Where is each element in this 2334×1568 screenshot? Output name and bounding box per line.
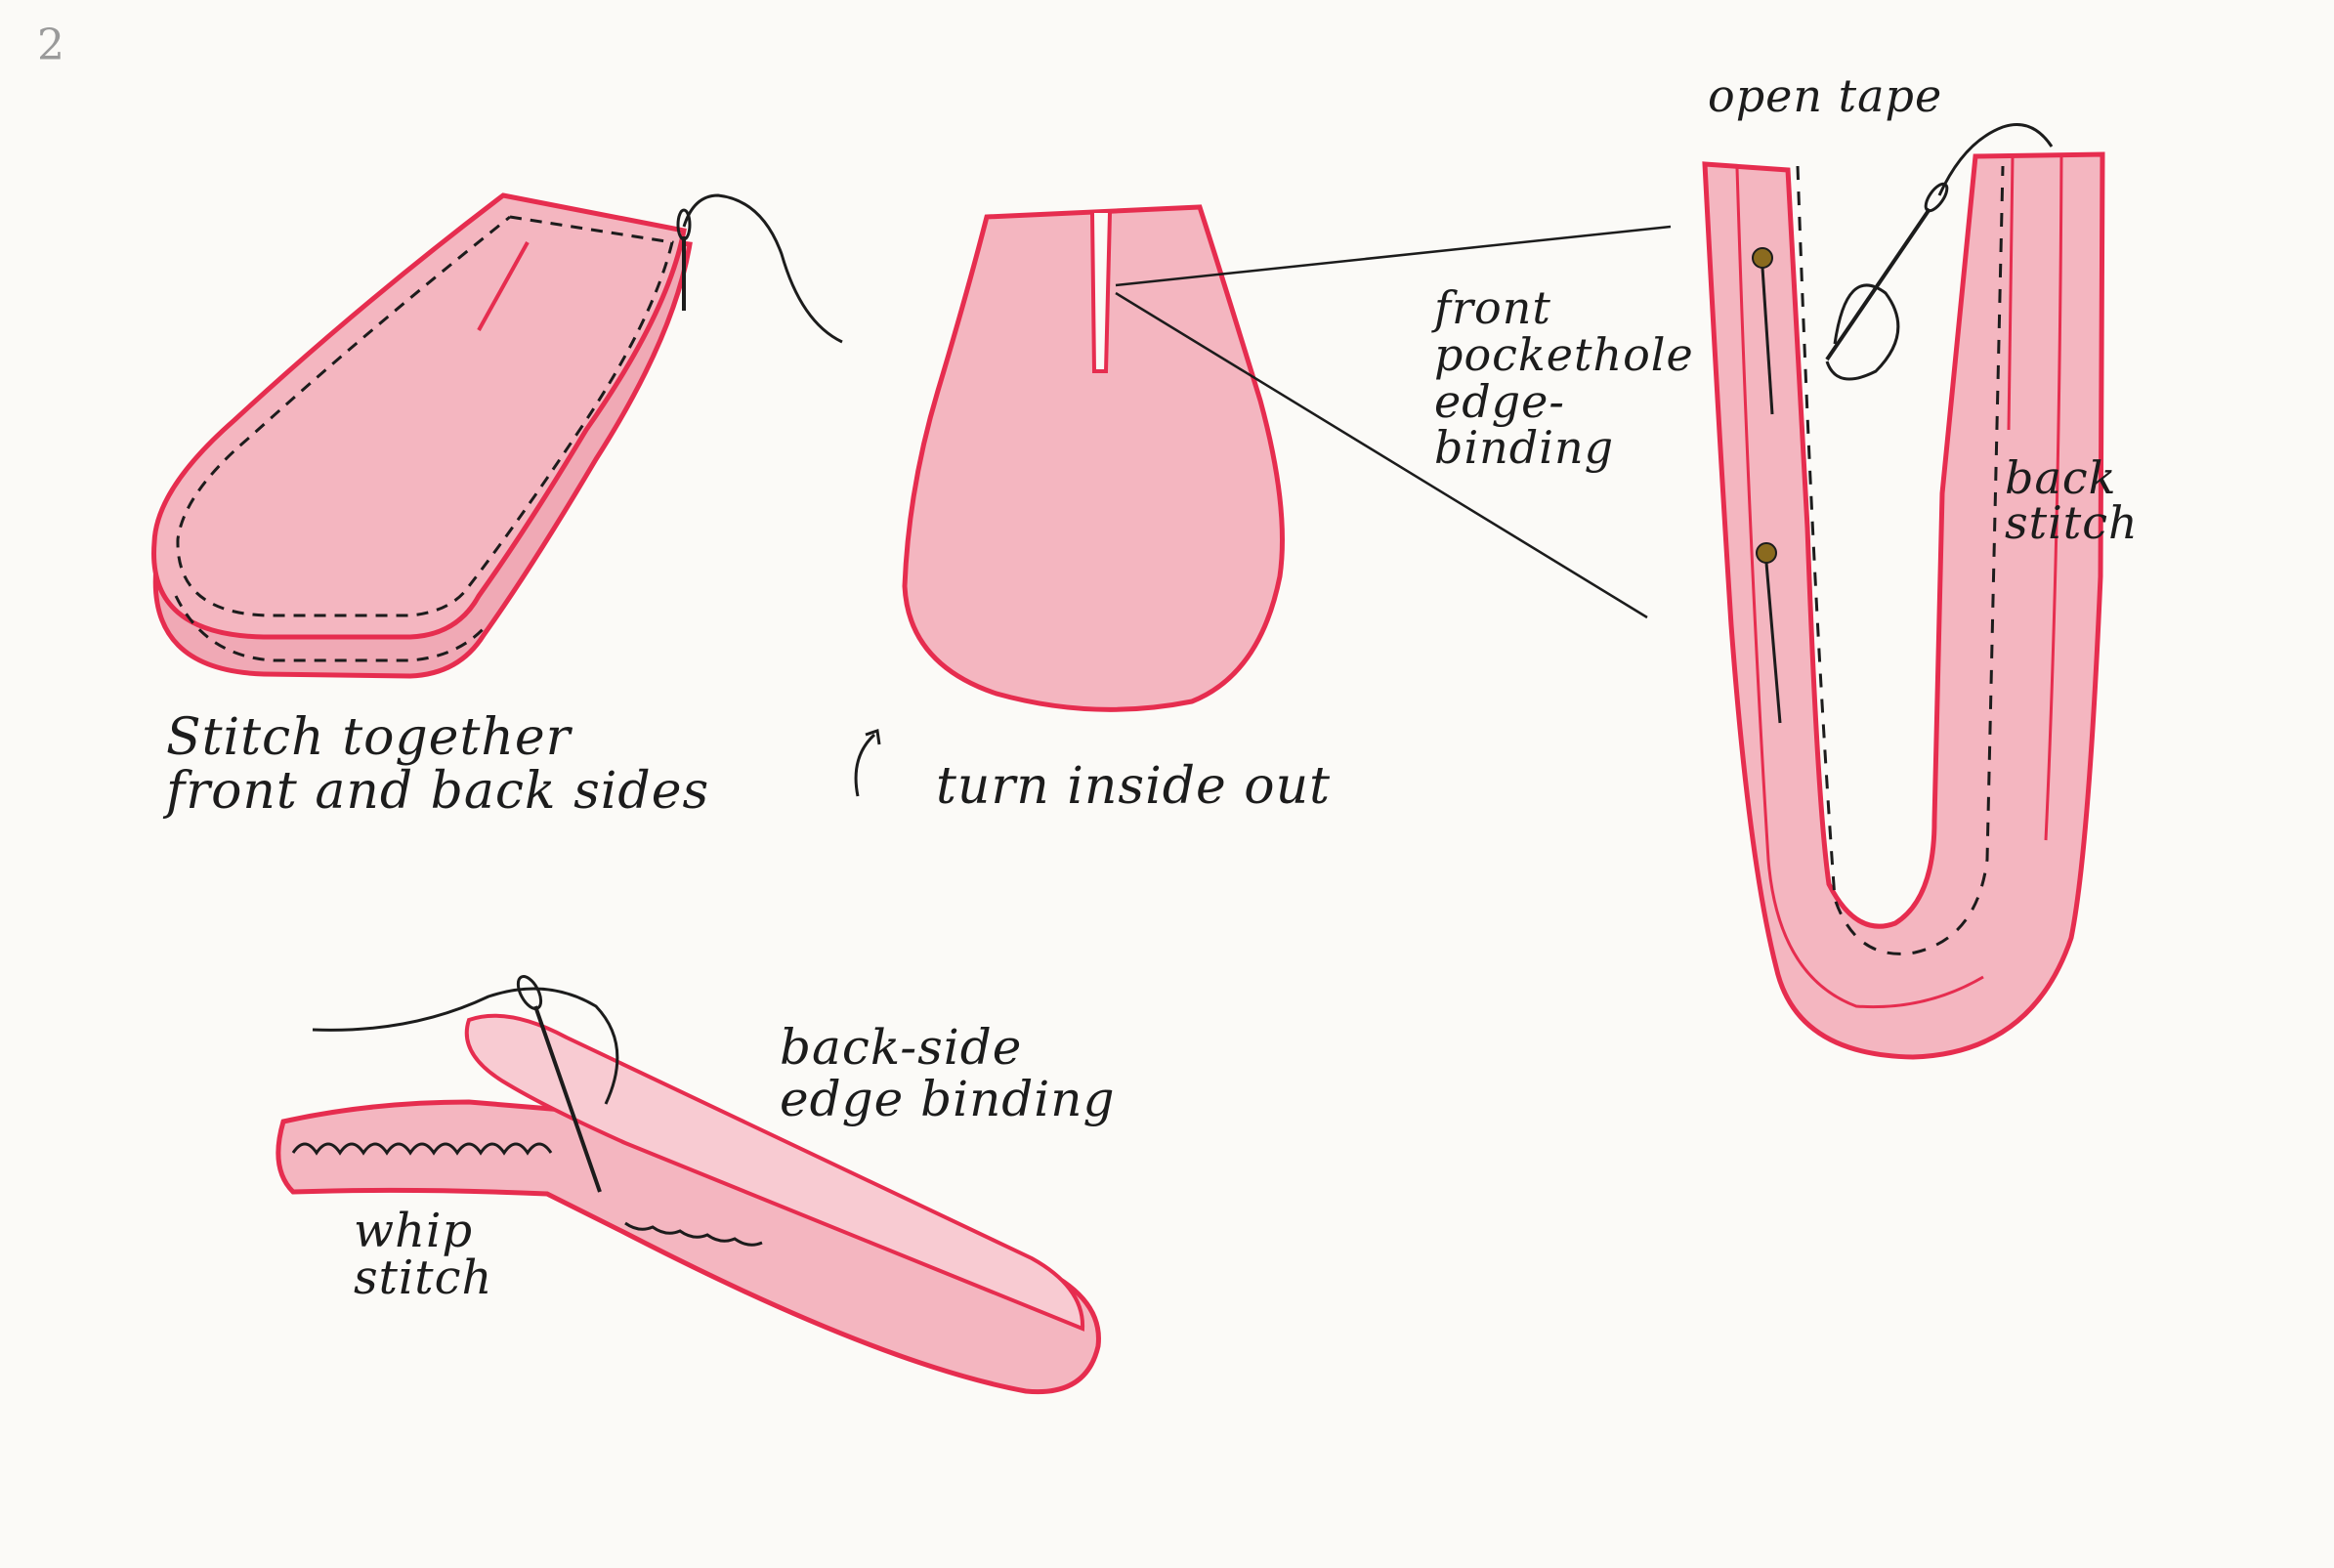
label-front-line-1: front xyxy=(1434,285,1694,332)
label-backside-line-1: back-side xyxy=(780,1022,1116,1074)
label-stitch-together-line-1: Stitch together xyxy=(166,711,709,765)
thread xyxy=(684,195,842,342)
label-stitch-together: Stitch together front and back sides xyxy=(166,711,709,818)
label-open-tape: open tape xyxy=(1708,72,1942,119)
label-whip-line-2: stitch xyxy=(354,1254,492,1301)
label-front-line-2: pockethole xyxy=(1434,332,1694,379)
label-whip-stitch: whip stitch xyxy=(354,1208,492,1301)
pocket-stitching-figure xyxy=(154,195,843,676)
label-backside-line-2: edge binding xyxy=(780,1074,1116,1125)
label-stitch-together-line-2: front and back sides xyxy=(166,765,709,819)
needle-icon-tape xyxy=(1827,181,1951,360)
label-backside-edge-binding: back-side edge binding xyxy=(780,1022,1116,1124)
label-back-stitch-line-1: back xyxy=(2005,455,2139,500)
label-front-line-4: binding xyxy=(1434,425,1694,472)
label-turn-inside-out: turn inside out xyxy=(936,760,1331,814)
label-whip-line-1: whip xyxy=(354,1208,492,1254)
turned-pocket-slit xyxy=(1092,213,1110,371)
label-back-stitch: back stitch xyxy=(2005,455,2139,545)
turn-arrow-icon xyxy=(856,731,879,796)
binding-tape-figure xyxy=(1705,125,2102,1058)
label-back-stitch-line-2: stitch xyxy=(2005,500,2139,545)
label-front-pockethole-binding: front pockethole edge- binding xyxy=(1434,285,1694,472)
label-front-line-3: edge- xyxy=(1434,379,1694,426)
turned-pocket-figure xyxy=(856,207,1282,796)
